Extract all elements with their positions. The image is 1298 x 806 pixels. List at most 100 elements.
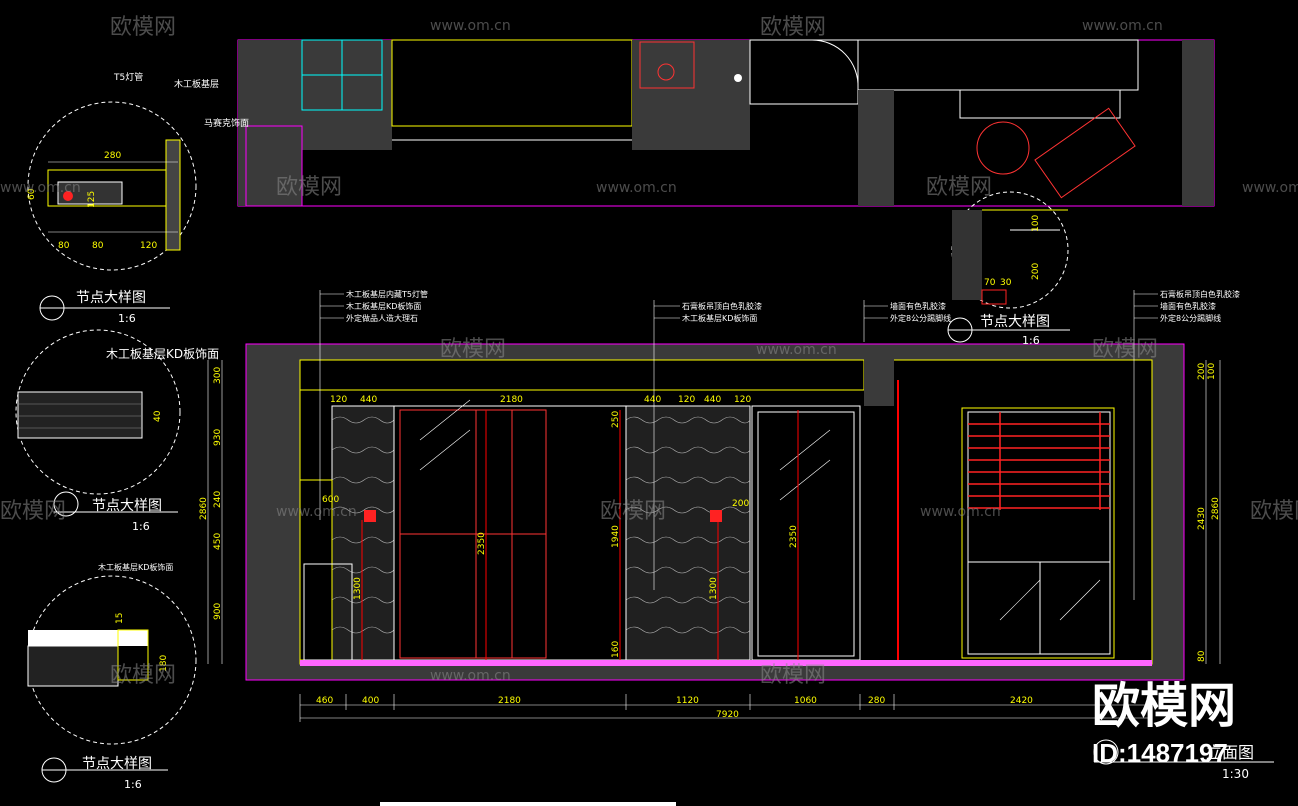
top-dim: 2180: [500, 395, 523, 405]
detail-dim: 80: [58, 241, 70, 251]
detail-title: 节点大样图: [76, 290, 146, 306]
top-dim: 120: [330, 395, 347, 405]
left-dim: 900: [213, 603, 223, 620]
watermark-brand: 欧模网: [110, 15, 176, 40]
detail-dim: 200: [1031, 263, 1041, 280]
detail-3: 木工板基层KD板饰面 15 180 节点大样图 1:6: [27, 562, 197, 791]
top-dims: 120 440 2180 440 120 440 120: [330, 395, 751, 405]
note-left-1: 木工板基层KD板饰面: [346, 301, 421, 311]
bottom-dim: 400: [362, 696, 379, 706]
watermark-id: ID:1487197: [1092, 738, 1228, 768]
detail-dim: 80: [92, 241, 104, 251]
main-elevation: [245, 343, 1185, 681]
watermark-url: www.om.cn: [596, 180, 677, 196]
watermark-brand: 欧模网: [600, 499, 666, 524]
glass-hatching: [419, 399, 1101, 621]
detail-note: 木工板基层KD板饰面: [106, 347, 219, 361]
note-right1-0: 墙面有色乳胶漆: [890, 301, 946, 311]
detail-dim: 125: [87, 191, 97, 208]
detail-title: 节点大样图: [82, 756, 152, 772]
watermarks: 欧模网 www.om.cn 欧模网 www.om.cn www.om.cn 欧模…: [0, 15, 1298, 688]
top-dim: 440: [644, 395, 661, 405]
detail-dim: 40: [153, 410, 163, 422]
left-dim-lines: [207, 360, 223, 664]
note-right1-1: 外定8公分踢脚线: [890, 313, 951, 323]
detail-note: T5灯管: [113, 71, 143, 83]
left-dims: 300 930 240 450 900 2860: [199, 367, 223, 620]
bottom-strip: [380, 802, 676, 806]
inner-dim: 1300: [709, 577, 719, 600]
inner-dim: 2350: [477, 532, 487, 555]
detail-dim: 280: [104, 151, 121, 161]
inner-dim: 250: [611, 411, 621, 428]
detail-note: 木工板基层: [174, 78, 219, 90]
watermark-url: www.om.cn: [276, 504, 357, 520]
watermark-brand: 欧模网: [110, 663, 176, 688]
inner-dim: 160: [611, 641, 621, 658]
note-right2-1: 墙面有色乳胶漆: [1160, 301, 1216, 311]
top-dim: 440: [360, 395, 377, 405]
watermark-url: www.om.cn: [756, 342, 837, 358]
left-dim: 450: [213, 533, 223, 550]
bottom-dim: 460: [316, 696, 333, 706]
elevation-title: 立面图: [1206, 743, 1254, 762]
right-dims: 200 100 2430 80 2860: [1197, 363, 1221, 662]
bottom-dim: 2420: [1010, 696, 1033, 706]
inner-dim: 600: [322, 495, 339, 505]
bottom-total-dim: 7920: [716, 710, 739, 720]
inner-dim: 1940: [611, 525, 621, 548]
detail-dim: 30: [1000, 278, 1012, 288]
note-left-0: 木工板基层内藏T5灯管: [346, 289, 428, 299]
top-dim: 120: [678, 395, 695, 405]
left-dim: 240: [213, 491, 223, 508]
left-total-dim: 2860: [199, 497, 209, 520]
detail-note: 马赛克饰面: [204, 117, 249, 129]
top-dim: 440: [704, 395, 721, 405]
blinds: [968, 412, 1110, 510]
bottom-dim: 1060: [794, 696, 817, 706]
detail-note: 木工板基层KD板饰面: [98, 562, 173, 572]
note-left-2: 外定做品人造大理石: [346, 313, 418, 323]
detail-2: 木工板基层KD板饰面 40 节点大样图 1:6: [15, 329, 219, 533]
detail-scale: 1:6: [124, 778, 142, 791]
watermark-url: www.om.cn: [0, 180, 81, 196]
watermark-brand: 欧模网: [926, 175, 992, 200]
detail-4: 100 200 70 30 节点大样图 1:6: [947, 191, 1070, 347]
watermark-url: www.om.cn: [920, 504, 1001, 520]
detail-title: 节点大样图: [92, 498, 162, 514]
inner-dim: 2350: [789, 525, 799, 548]
detail-scale: 1:6: [118, 312, 136, 325]
elevation-notes: 木工板基层内藏T5灯管 木工板基层KD板饰面 外定做品人造大理石 石膏板吊顶白色…: [346, 289, 1240, 323]
inner-dim: 1300: [353, 577, 363, 600]
right-total-dim: 2860: [1211, 497, 1221, 520]
inner-dims: 2350 1940 2350 1300 1300 600 200 250 160: [322, 411, 799, 658]
detail-dim: 60: [27, 188, 37, 200]
watermark-url: www.om.cn: [1242, 180, 1298, 196]
detail-dim: 100: [1031, 215, 1041, 232]
detail-dim: 120: [140, 241, 157, 251]
floor-plan: [237, 39, 1215, 207]
detail-scale: 1:6: [132, 520, 150, 533]
note-leaders: [319, 290, 1158, 600]
right-dim: 100: [1207, 363, 1217, 380]
detail-1: T5灯管 木工板基层 马赛克饰面 280 60 80 80 120 125 节点…: [27, 71, 249, 325]
bottom-dim: 1120: [676, 696, 699, 706]
detail-dim: 15: [115, 613, 125, 624]
left-dim: 930: [213, 429, 223, 446]
inner-dim: 200: [732, 499, 749, 509]
watermark-url: www.om.cn: [1082, 18, 1163, 34]
bottom-dim-lines: [299, 694, 1153, 722]
elevation-scale: 1:30: [1222, 767, 1249, 781]
note-right2-0: 石膏板吊顶白色乳胶漆: [1160, 289, 1240, 299]
detail-dim: 180: [159, 655, 169, 672]
right-dim: 80: [1197, 650, 1207, 662]
note-mid-0: 石膏板吊顶白色乳胶漆: [682, 301, 762, 311]
right-dim-lines: [1205, 360, 1221, 664]
detail-scale: 1:6: [1022, 334, 1040, 347]
watermark-brand: 欧模网: [276, 175, 342, 200]
right-dim: 2430: [1197, 507, 1207, 530]
watermark-url: www.om.cn: [430, 668, 511, 684]
watermark-brand: 欧模网: [440, 337, 506, 362]
right-dim: 200: [1197, 363, 1207, 380]
note-mid-1: 木工板基层KD板饰面: [682, 313, 757, 323]
